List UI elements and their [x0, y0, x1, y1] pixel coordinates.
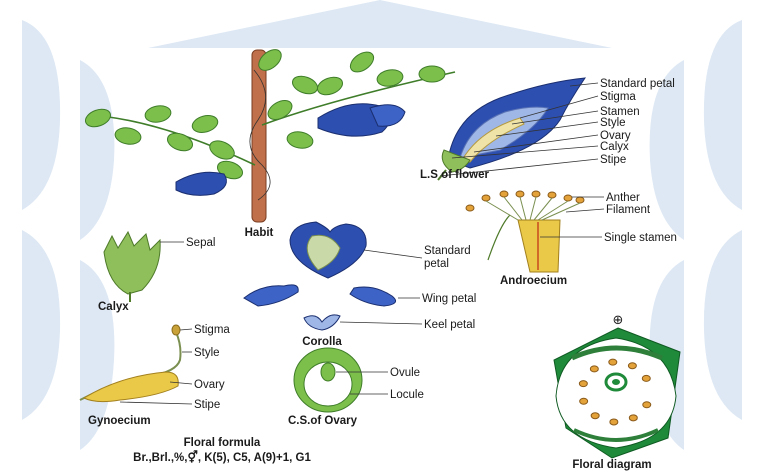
cs-ovary-label-ovule: Ovule [390, 367, 420, 379]
anther [564, 195, 572, 201]
support-stick [252, 50, 266, 222]
floral-diagram-illustration [554, 328, 680, 458]
ls-flower-label: Stigma [600, 91, 636, 103]
cs-ovary-illustration [294, 348, 362, 412]
anther [548, 192, 556, 198]
floral-diagram-caption: Floral diagram [572, 459, 651, 471]
corolla-label-keel-petal: Keel petal [424, 319, 475, 331]
androecium-label-single-stamen: Single stamen [604, 232, 677, 244]
floral-diagram-stamen [580, 398, 588, 404]
floral-diagram-stamen [629, 415, 637, 421]
ls-flower-illustration [438, 78, 585, 180]
calyx-label-sepal: Sepal [186, 237, 215, 249]
floral-diagram-stamen [642, 375, 650, 381]
ls-flower-label: Calyx [600, 141, 629, 153]
anthers [466, 191, 584, 220]
wing-petal-right [350, 287, 396, 306]
anther [576, 197, 584, 203]
leaf [207, 137, 237, 162]
androecium-label-anther: Anther [606, 192, 640, 204]
cs-ovary-caption: C.S.of Ovary [288, 415, 358, 427]
leaf [419, 66, 445, 82]
leaf [347, 48, 377, 76]
leaf [190, 113, 219, 135]
gynoecium-label: Stigma [194, 324, 230, 336]
corolla-label-petal: petal [424, 258, 449, 270]
floral-diagram-stamen [579, 381, 587, 387]
gynoecium-labels: StigmaStyleOvaryStipe [194, 324, 230, 411]
floral-formula-title: Floral formula [184, 437, 261, 449]
floral-diagram-stamen [609, 359, 617, 365]
anther [482, 195, 490, 201]
floral-formula-text: Br.,Brl.,%,⚥, K(5), C5, A(9)+1, G1 [133, 449, 311, 464]
corolla-label-standard: Standard [424, 245, 471, 257]
habit-illustration [83, 46, 455, 222]
ls-flower-label: Standard petal [600, 78, 675, 90]
floral-diagram-symbol: ⊕ [613, 313, 624, 328]
floral-diagram-stamen [610, 419, 618, 425]
calyx-caption: Calyx [98, 301, 129, 313]
leaf [165, 130, 195, 154]
habit-caption: Habit [245, 227, 274, 239]
ls-flower-label: Style [600, 117, 626, 129]
cs-ovary-label-locule: Locule [390, 389, 424, 401]
ls-flower-label: Stipe [600, 154, 626, 166]
floral-diagram-stamen [590, 366, 598, 372]
keel-petal-shape [304, 315, 340, 330]
corolla-label-wing-petal: Wing petal [422, 293, 476, 305]
gynoecium-label: Stipe [194, 399, 220, 411]
corolla-caption: Corolla [302, 336, 342, 348]
leaf [144, 104, 172, 124]
gynoecium-caption: Gynoecium [88, 415, 151, 427]
androecium-label-filament: Filament [606, 204, 651, 216]
calyx-illustration [104, 232, 160, 302]
wing-petal-left [244, 285, 298, 306]
gynoecium-label: Ovary [194, 379, 225, 391]
leaf [315, 74, 345, 98]
floral-diagram-stamen [591, 413, 599, 419]
leaf [286, 130, 314, 150]
androecium-caption: Androecium [500, 275, 567, 287]
anther [532, 191, 540, 197]
androecium-illustration [466, 191, 584, 272]
leaf [114, 126, 142, 146]
anther [500, 191, 508, 197]
anther [466, 205, 474, 211]
floral-diagram-stamen [643, 402, 651, 408]
gynoecium-label: Style [194, 347, 220, 359]
floral-diagram-stamen [628, 363, 636, 369]
leaf [290, 73, 320, 97]
anther [516, 191, 524, 197]
ls-flower-caption: L.S of flower [420, 169, 490, 181]
